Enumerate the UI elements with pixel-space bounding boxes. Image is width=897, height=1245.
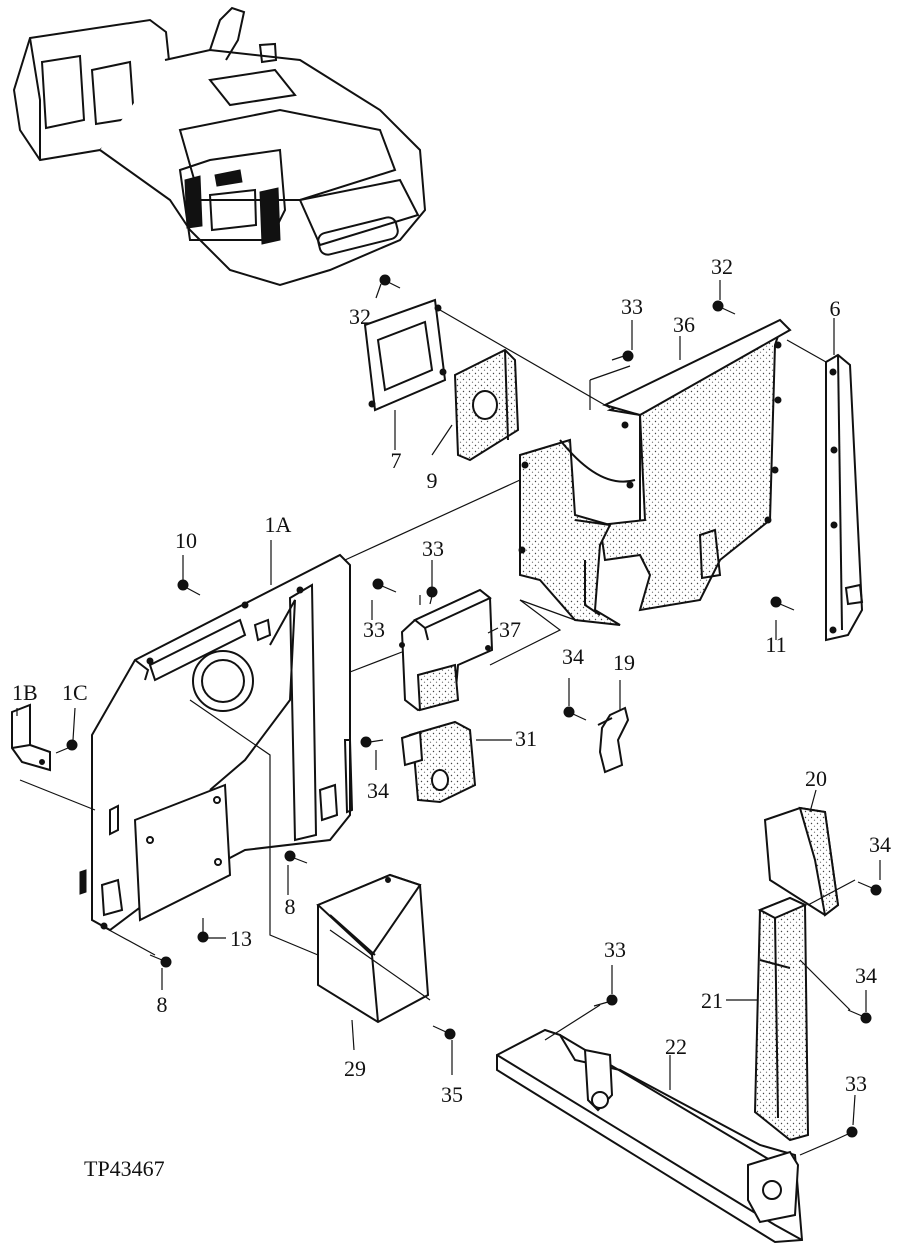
label-33-e: 33 bbox=[845, 1071, 867, 1096]
bolt-8-a bbox=[284, 850, 308, 864]
bolt-33-e bbox=[834, 1126, 858, 1141]
label-33-c: 33 bbox=[363, 617, 385, 642]
label-11: 11 bbox=[765, 632, 786, 657]
label-31: 31 bbox=[515, 726, 537, 751]
label-1c: 1C bbox=[62, 680, 88, 705]
label-9: 9 bbox=[427, 468, 438, 493]
bolt-34-c bbox=[857, 881, 882, 896]
part-labels: 1A 32 32 33 36 6 7 9 10 11 33 33 37 34 1… bbox=[12, 254, 891, 1181]
bolt-34-a bbox=[563, 706, 587, 721]
seal-9 bbox=[453, 348, 520, 462]
frame-7 bbox=[363, 298, 447, 412]
label-19: 19 bbox=[613, 650, 635, 675]
bracket-1b bbox=[11, 703, 51, 772]
label-13: 13 bbox=[230, 926, 252, 951]
label-34-a: 34 bbox=[562, 644, 584, 669]
label-32-b: 32 bbox=[711, 254, 733, 279]
bar-22 bbox=[496, 1028, 804, 1244]
label-22: 22 bbox=[665, 1034, 687, 1059]
label-21: 21 bbox=[701, 988, 723, 1013]
label-34-d: 34 bbox=[855, 963, 877, 988]
label-6: 6 bbox=[830, 296, 841, 321]
bracket-37 bbox=[399, 588, 494, 712]
bolt-32-a bbox=[379, 274, 401, 289]
bolt-8-b bbox=[149, 954, 172, 968]
bolt-1c bbox=[55, 739, 78, 754]
panel-1a bbox=[79, 553, 354, 932]
bracket-19 bbox=[597, 706, 630, 774]
excavator-overview-illustration bbox=[12, 6, 427, 287]
label-20: 20 bbox=[805, 766, 827, 791]
bolt-10 bbox=[177, 579, 201, 596]
bolt-33-d bbox=[593, 994, 618, 1007]
label-34-b: 34 bbox=[367, 778, 389, 803]
label-1b: 1B bbox=[12, 680, 38, 705]
bolt-34-d bbox=[847, 1009, 872, 1024]
label-1a: 1A bbox=[265, 512, 292, 537]
label-33-d: 33 bbox=[604, 937, 626, 962]
label-10: 10 bbox=[175, 528, 197, 553]
callout-lines bbox=[16, 280, 881, 1126]
spacer-31 bbox=[400, 720, 477, 804]
label-29: 29 bbox=[344, 1056, 366, 1081]
guard-21 bbox=[753, 896, 810, 1142]
leader-lines bbox=[19, 309, 856, 1156]
drawing-id: TP43467 bbox=[84, 1156, 165, 1181]
bolt-33-c bbox=[372, 578, 397, 593]
bolt-32-b bbox=[712, 300, 736, 315]
label-8-a: 8 bbox=[285, 894, 296, 919]
bolt-11 bbox=[770, 596, 795, 611]
label-32-a: 32 bbox=[349, 304, 371, 329]
label-36: 36 bbox=[673, 312, 695, 337]
bolt-35 bbox=[432, 1025, 456, 1040]
bolt-33-b bbox=[426, 586, 438, 605]
label-33-b: 33 bbox=[422, 536, 444, 561]
label-34-c: 34 bbox=[869, 832, 891, 857]
label-37: 37 bbox=[499, 617, 521, 642]
label-35: 35 bbox=[441, 1082, 463, 1107]
cover-29 bbox=[316, 873, 430, 1024]
label-33-a: 33 bbox=[621, 294, 643, 319]
cover-36 bbox=[518, 318, 792, 626]
bar-6 bbox=[825, 353, 864, 642]
label-7: 7 bbox=[391, 448, 402, 473]
bolt-34-b bbox=[360, 736, 384, 748]
label-8-b: 8 bbox=[157, 992, 168, 1017]
guard-20 bbox=[763, 806, 840, 917]
bolt-13 bbox=[197, 918, 209, 943]
bolt-33-a bbox=[611, 350, 634, 362]
